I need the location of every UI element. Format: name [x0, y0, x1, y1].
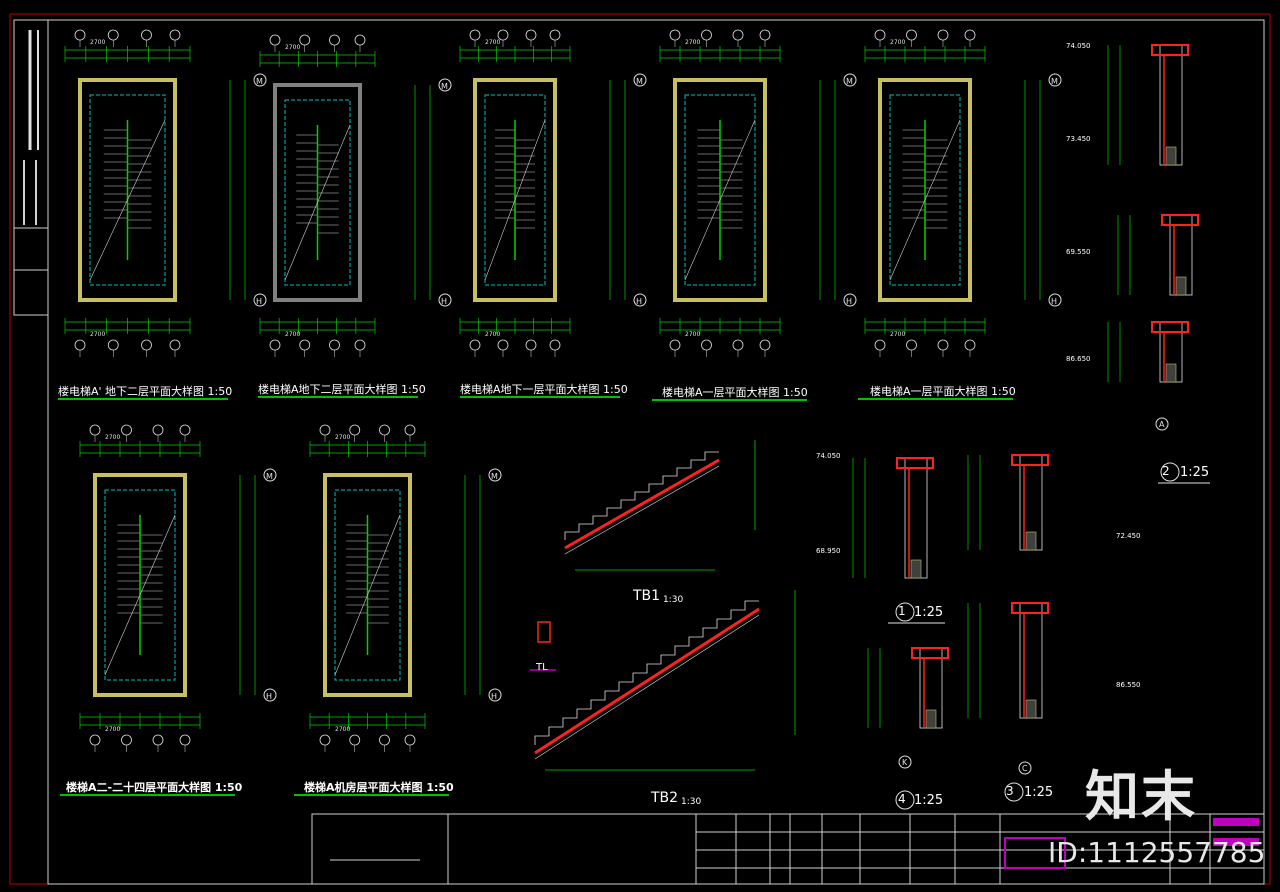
floor-plans: MH27002700MH27002700MH27002700MH27002700…	[64, 29, 1062, 752]
plan-a-b2: M H 2700 2700	[259, 34, 452, 357]
elevation-5: 74.050	[816, 452, 841, 460]
dim-text: 2700	[285, 331, 300, 338]
detail-3-scale: 1:25	[1024, 785, 1054, 800]
drawing-border	[47, 19, 1265, 885]
plan-title-6: 楼梯A二-二十四层平面大样图 1:50	[66, 781, 243, 794]
tb2-label: TB2	[651, 790, 679, 806]
detail-2-number: 2	[1162, 464, 1170, 478]
elevation-6: 68.950	[816, 547, 841, 555]
tl-beam	[530, 621, 556, 671]
detail-2-scale: 1:25	[1180, 465, 1210, 480]
elevation-1: 74.050	[1066, 42, 1091, 50]
stair-tb1	[564, 440, 756, 571]
detail-2b	[1117, 214, 1199, 296]
stair-tb2	[534, 590, 796, 771]
plan-a-b1: M H 2700 2700	[459, 29, 647, 357]
detail-2a	[1107, 44, 1189, 166]
stair-sections	[530, 440, 796, 771]
axis-letter: M	[636, 77, 643, 86]
elevation-7: 72.450	[1116, 532, 1141, 540]
elevation-4: 86.650	[1066, 355, 1091, 363]
left-stamp-strip	[13, 19, 49, 316]
plan-title-4: 楼电梯A一层平面大样图 1:50	[662, 386, 808, 399]
plan-a-f1b: M H 2700 2700	[864, 29, 1062, 357]
title-block	[695, 813, 1265, 885]
tb1-label: TB1	[633, 588, 661, 604]
outer-border	[9, 13, 1271, 885]
axis-letter: H	[256, 297, 262, 306]
detail-bubble	[1004, 782, 1024, 802]
dim-text: 2700	[890, 331, 905, 338]
axis-letter: M	[1051, 77, 1058, 86]
dim-text: 2700	[105, 726, 120, 733]
axis-letter: M	[441, 82, 448, 91]
detail-bubble	[1160, 462, 1180, 482]
detail-4-scale: 1:25	[914, 793, 944, 808]
plan-title-5: 楼电梯A一层平面大样图 1:50	[870, 385, 1016, 398]
elevation-3: 69.550	[1066, 248, 1091, 256]
elevation-8: 86.550	[1116, 681, 1141, 689]
plan-title-7: 楼梯A机房层平面大样图 1:50	[304, 781, 454, 794]
plan-title-2: 楼电梯A地下二层平面大样图 1:50	[258, 383, 426, 396]
axis-letter: H	[1051, 297, 1057, 306]
detail-3b	[967, 602, 1049, 719]
plan-title-7-underline	[294, 794, 449, 796]
plan-title-5-underline	[858, 398, 1013, 400]
dim-text: 2700	[105, 434, 120, 441]
axis-letter: H	[266, 692, 272, 701]
axis-letter: M	[846, 77, 853, 86]
detail-2c	[1107, 321, 1189, 383]
detail-4-number: 4	[898, 792, 906, 806]
dim-text: 2700	[890, 39, 905, 46]
detail-3-number: 3	[1006, 784, 1014, 798]
dim-text: 2700	[90, 39, 105, 46]
detail-4	[867, 647, 949, 729]
dim-text: 2700	[335, 434, 350, 441]
watermark-logo: 知末	[1085, 765, 1197, 828]
axis-letter: H	[846, 297, 852, 306]
tb2-scale: 1:30	[681, 797, 702, 807]
plan-title-2-underline	[258, 396, 418, 398]
plan-title-1: 楼电梯A' 地下二层平面大样图 1:50	[58, 385, 233, 398]
plan-a-prime-b2: M H 2700 2700	[64, 29, 267, 357]
dim-text: 2700	[335, 726, 350, 733]
plan-title-3: 楼电梯A地下一层平面大样图 1:50	[460, 383, 628, 396]
detail-bubble	[895, 602, 915, 622]
plan-title-4-underline	[652, 399, 807, 401]
plan-title-1-underline	[58, 398, 228, 400]
watermark-id: ID:1112557785	[1048, 836, 1266, 869]
axis-letter: C	[1022, 764, 1028, 773]
detail-1-number: 1	[898, 604, 906, 618]
detail-1	[852, 457, 934, 579]
tl-label: TL	[536, 662, 548, 673]
plan-title-6-underline	[60, 794, 235, 796]
elevation-2: 73.450	[1066, 135, 1091, 143]
dim-text: 2700	[285, 44, 300, 51]
axis-letter: K	[902, 758, 908, 767]
axis-letter: M	[491, 472, 498, 481]
plan-a-machine: M H 2700 2700	[309, 424, 502, 752]
plan-title-3-underline	[460, 396, 620, 398]
section-details: A C K	[852, 44, 1210, 810]
dim-text: 2700	[485, 39, 500, 46]
dim-text: 2700	[90, 331, 105, 338]
axis-letter: A	[1159, 420, 1165, 429]
detail-bubble	[895, 790, 915, 810]
detail-1-scale: 1:25	[914, 605, 944, 620]
axis-letter: M	[266, 472, 273, 481]
tb1-scale: 1:30	[663, 595, 684, 605]
axis-letter: H	[636, 297, 642, 306]
axis-letter: H	[441, 297, 447, 306]
axis-letter: H	[491, 692, 497, 701]
notes-box	[311, 813, 697, 885]
dim-text: 2700	[485, 331, 500, 338]
detail-3a	[967, 454, 1049, 551]
dim-text: 2700	[685, 331, 700, 338]
plan-a-2-24: M H 2700 2700	[79, 424, 277, 752]
axis-letter: M	[256, 77, 263, 86]
plan-a-f1: M H 2700 2700	[659, 29, 857, 357]
dim-text: 2700	[685, 39, 700, 46]
